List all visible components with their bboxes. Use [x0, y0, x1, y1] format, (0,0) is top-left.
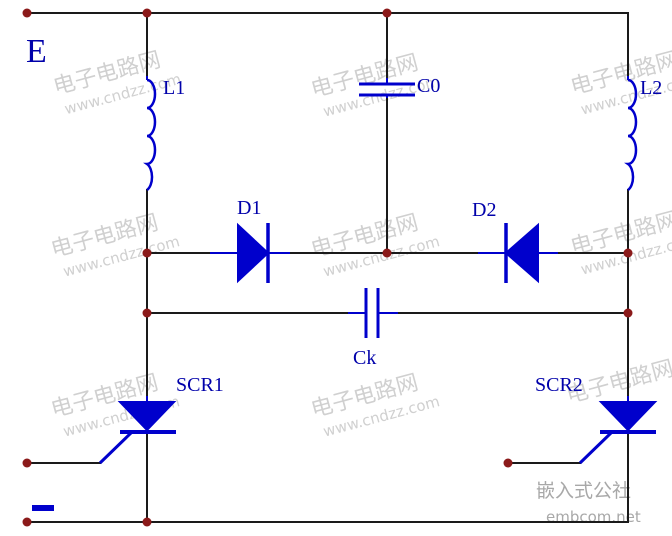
diode-d2-label: D2 [472, 199, 496, 221]
junction-dot [22, 458, 32, 468]
diode-d1 [210, 222, 290, 284]
capacitor-ck-label: Ck [353, 347, 376, 369]
inductor-l2 [624, 76, 638, 192]
scr2-thyristor [578, 396, 658, 465]
junction-dot [22, 517, 32, 527]
supply-plus-label: E [26, 33, 47, 70]
junction-dot [142, 248, 152, 258]
watermark-layer: 电子电路网 www.cndzz.com 电子电路网 www.cndzz.com … [48, 48, 672, 526]
scr1-thyristor [98, 396, 177, 465]
junction-dot [142, 517, 152, 527]
component-layer [32, 76, 658, 511]
junction-dot [22, 8, 32, 18]
watermark-corner-url: embcom.net [546, 508, 641, 526]
supply-minus-symbol [32, 505, 54, 511]
junction-dot [142, 8, 152, 18]
capacitor-ck [348, 288, 398, 338]
inductor-l1-label: L1 [163, 77, 185, 99]
scr1-label: SCR1 [176, 374, 224, 396]
junction-dot [503, 458, 513, 468]
wire-layer [26, 12, 629, 523]
watermark-corner-cn: 嵌入式公社 [536, 480, 631, 502]
junction-dot [142, 308, 152, 318]
inductor-l1 [143, 76, 157, 192]
diode-d2 [478, 222, 558, 284]
junction-dot [382, 8, 392, 18]
junction-dot [623, 248, 633, 258]
junction-layer [22, 8, 633, 527]
inductor-l2-label: L2 [640, 77, 662, 99]
diode-d1-label: D1 [237, 197, 261, 219]
junction-dot [382, 248, 392, 258]
capacitor-c0-label: C0 [417, 75, 440, 97]
scr2-label: SCR2 [535, 374, 583, 396]
junction-dot [623, 308, 633, 318]
label-layer: E L1 L2 C0 Ck D1 D2 SCR1 SCR2 [26, 33, 662, 396]
capacitor-c0 [359, 78, 415, 98]
